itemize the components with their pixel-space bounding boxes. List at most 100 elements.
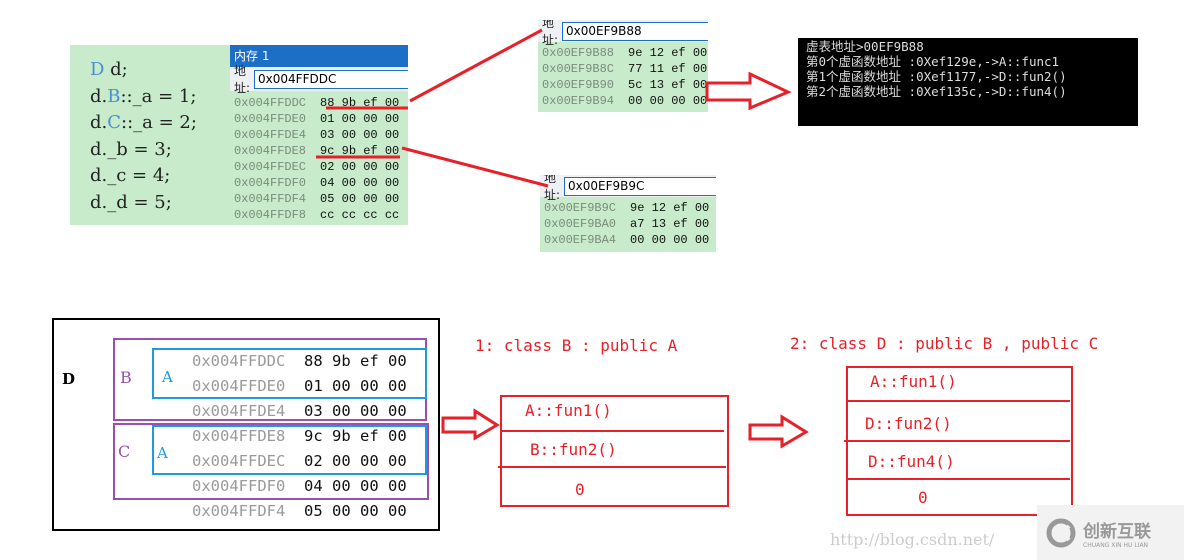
memory-row: 0x004FFDE8 9c 9b ef 00 — [230, 143, 408, 159]
code-line: d._b = 3; — [90, 138, 172, 160]
vtable-entry: 0 — [918, 488, 928, 507]
memory-address: 0x00EF9B8C — [542, 62, 615, 76]
code-line: D d; — [90, 59, 128, 80]
address-input[interactable] — [562, 21, 708, 41]
memory-bytes: 02 00 00 00 — [320, 160, 400, 174]
memory-bytes: 9c 9b ef 00 — [304, 427, 407, 445]
memory-bytes: 77 11 ef 00 — [628, 62, 708, 76]
arrow-right-icon — [441, 408, 500, 441]
vtable-entry: A::fun1() — [525, 401, 612, 420]
watermark-url: http://blog.csdn.net/ — [830, 530, 995, 549]
c-subobject-box — [113, 423, 429, 500]
memory-row: 0x00EF9BA4 00 00 00 00 — [540, 232, 716, 248]
pointer-line-b — [409, 28, 543, 103]
memory-address: 0x004FFDE8 — [234, 144, 307, 158]
memory-bytes: 01 00 00 00 — [320, 112, 400, 126]
memory-address: 0x004FFDE4 — [234, 128, 307, 142]
vtable-1-title: 1: class B : public A — [475, 336, 678, 355]
memory-address: 0x004FFDE4 — [192, 402, 286, 420]
arrow-right-icon — [748, 414, 809, 449]
memory-row: 0x004FFDE0 01 00 00 00 — [230, 111, 408, 127]
memory-bytes: 04 00 00 00 — [304, 477, 407, 495]
memory-bytes: 9c 9b ef 00 — [320, 144, 400, 158]
memory-address: 0x00EF9B88 — [542, 46, 615, 60]
memory-bytes: 04 00 00 00 — [320, 176, 400, 190]
console-line: 第2个虚函数地址 :0Xef135c,->D::fun4() — [806, 84, 1067, 99]
memory-bytes: 03 00 00 00 — [304, 402, 407, 420]
memory-bytes: 9e 12 ef 00 — [630, 201, 710, 215]
a-label: A — [157, 444, 168, 462]
memory-row: 0x00EF9B90 5c 13 ef 00 — [538, 77, 708, 93]
a-subobject-box — [152, 425, 427, 475]
logo-subtext: CHUANG XIN HU LIAN — [1083, 541, 1149, 549]
memory-bytes: 02 00 00 00 — [304, 452, 407, 470]
a-subobject-box — [152, 348, 427, 399]
layout-row: 0x004FFDF4 05 00 00 00 — [192, 502, 407, 520]
memory-address: 0x004FFDDC — [234, 96, 307, 110]
arrow-right-icon — [705, 71, 792, 111]
memory-bytes: 88 9b ef 00 — [304, 352, 407, 370]
logo-text: 创新互联 — [1083, 521, 1151, 542]
code-line: d.C::_a = 2; — [90, 112, 197, 133]
memory-bytes: 5c 13 ef 00 — [628, 78, 708, 92]
code-panel: D d; d.B::_a = 1; d.C::_a = 2; d._b = 3;… — [70, 45, 230, 225]
console-output: 虚表地址>00EF9B88 第0个虚函数地址 :0Xef129e,->A::fu… — [798, 38, 1138, 126]
address-label: 地址: — [542, 20, 559, 47]
layout-row: 0x004FFDF0 04 00 00 00 — [192, 477, 407, 495]
memory-bytes: 05 00 00 00 — [304, 502, 407, 520]
vtable-entry: B::fun2() — [530, 440, 617, 459]
layout-row: 0x004FFDE4 03 00 00 00 — [192, 402, 407, 420]
vtable-entry: D::fun2() — [865, 414, 952, 433]
memory-address: 0x004FFDF4 — [192, 502, 286, 520]
layout-row: 0x004FFDEC 02 00 00 00 — [192, 452, 407, 470]
address-input[interactable] — [254, 69, 408, 89]
memory-address: 0x004FFDF4 — [234, 192, 307, 206]
logo: 创新互联 CHUANG XIN HU LIAN — [1037, 505, 1184, 560]
code-line: d.B::_a = 1; — [90, 85, 197, 107]
vtable-2-title: 2: class D : public B , public C — [790, 334, 1099, 353]
object-label: D — [62, 370, 76, 388]
memory-address: 0x00EF9BA0 — [544, 217, 617, 231]
memory-address: 0x004FFDEC — [192, 452, 286, 470]
memory-window-title: 内存 1 — [230, 45, 408, 67]
memory-address: 0x00EF9BA4 — [544, 233, 617, 247]
memory-bytes: 05 00 00 00 — [320, 192, 400, 206]
code-line: d._d = 5; — [90, 191, 172, 213]
memory-address: 0x004FFDF0 — [192, 477, 286, 495]
address-label: 地址: — [234, 64, 251, 95]
b-label: B — [120, 368, 132, 387]
memory-address: 0x00EF9B94 — [542, 94, 615, 108]
memory-address: 0x004FFDDC — [192, 352, 286, 370]
memory-row: 0x00EF9B8C 77 11 ef 00 — [538, 61, 708, 77]
c-label: C — [118, 442, 131, 461]
memory-bytes: 00 00 00 00 — [630, 233, 710, 247]
memory-address: 0x004FFDF0 — [234, 176, 307, 190]
layout-row: 0x004FFDE8 9c 9b ef 00 — [192, 427, 407, 445]
vtable-entry: D::fun4() — [868, 452, 955, 471]
memory-row: 0x004FFDF0 04 00 00 00 — [230, 175, 408, 191]
console-line: 第1个虚函数地址 :0Xef1177,->D::fun2() — [806, 69, 1067, 84]
address-input[interactable] — [564, 176, 716, 196]
memory-address: 0x00EF9B90 — [542, 78, 615, 92]
vtable-entry: 0 — [575, 480, 585, 499]
vtable-entry: A::fun1() — [870, 372, 957, 391]
console-line: 虚表地址>00EF9B88 — [806, 39, 924, 54]
memory-address: 0x004FFDF8 — [234, 208, 307, 222]
code-line: d._c = 4; — [90, 165, 171, 186]
console-line: 第0个虚函数地址 :0Xef129e,->A::func1 — [806, 54, 1060, 69]
memory-address: 0x004FFDE0 — [234, 112, 307, 126]
memory-address: 0x00EF9B9C — [544, 201, 617, 215]
memory-bytes: 01 00 00 00 — [304, 377, 407, 395]
layout-row: 0x004FFDDC 88 9b ef 00 — [192, 352, 407, 370]
memory-address: 0x004FFDE0 — [192, 377, 286, 395]
memory-row: 0x00EF9B9C 9e 12 ef 00 — [540, 200, 716, 216]
